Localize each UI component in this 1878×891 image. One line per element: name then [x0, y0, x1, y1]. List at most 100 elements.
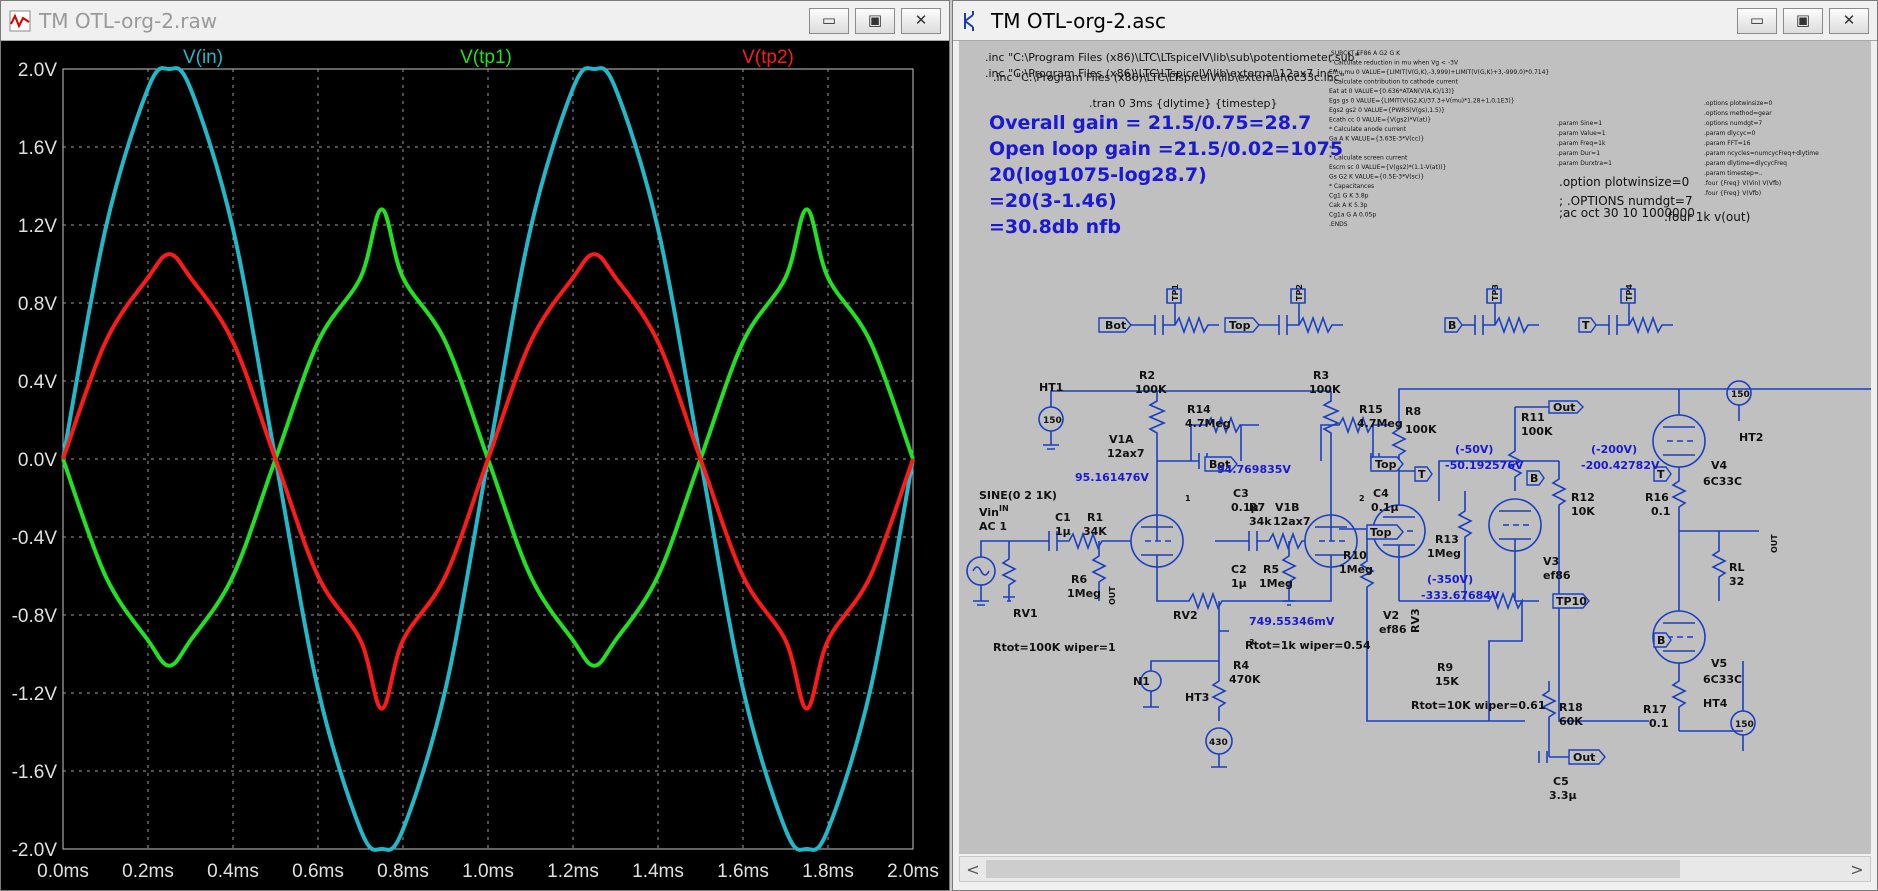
value-ac[interactable]: AC 1 [979, 520, 1007, 533]
label-r3[interactable]: R3 [1313, 369, 1329, 382]
minimize-button[interactable]: ▭ [809, 7, 849, 34]
net-flag-b[interactable] [1444, 317, 1463, 333]
series-line-2[interactable] [61, 252, 915, 711]
scroll-right-button[interactable]: > [1850, 859, 1864, 879]
directive-ac[interactable]: ;ac oct 30 10 1000000 [1559, 206, 1695, 220]
value-r5[interactable]: 1Meg [1259, 577, 1293, 590]
node-voltage-1[interactable]: 95.161476V [1075, 471, 1149, 484]
node-voltage-4[interactable]: -50.192576V [1445, 459, 1524, 472]
schematic-titlebar[interactable]: TM OTL-org-2.asc ▭ ▣ ✕ [953, 1, 1877, 41]
directive-inc-12ax7[interactable]: .inc "C:\Program Files (x86)\LTC\LTspice… [985, 67, 1338, 80]
net-flag-t-3[interactable] [1653, 466, 1672, 482]
note-rv1[interactable]: Rtot=100K wiper=1 [993, 641, 1116, 654]
label-r10[interactable]: R10 [1343, 549, 1367, 562]
value-c4[interactable]: 0.1μ [1371, 501, 1399, 514]
node-voltage-m200-label[interactable]: (-200V) [1591, 443, 1637, 456]
params-block[interactable]: .param Sine=1.param Value=1.param Freq=1… [1557, 120, 1612, 167]
legend-label-1[interactable]: V(tp1) [460, 47, 512, 68]
value-v2[interactable]: ef86 [1379, 623, 1407, 636]
close-button[interactable]: ✕ [1829, 7, 1869, 34]
note-nfb[interactable]: =30.8db nfb [989, 216, 1121, 238]
net-flag-out-2[interactable] [1568, 749, 1606, 765]
label-r17[interactable]: R17 [1643, 703, 1667, 716]
node-voltage-5[interactable]: -200.42782V [1581, 459, 1660, 472]
label-r1[interactable]: R1 [1087, 511, 1103, 524]
legend-label-2[interactable]: V(tp2) [742, 47, 794, 68]
scroll-thumb[interactable] [986, 860, 1680, 878]
directive-option-plotwinsize[interactable]: .option plotwinsize=0 [1559, 175, 1689, 189]
directive-inc-6c33c[interactable]: .inc "C:\Program Files (x86)\LTC\LTspice… [993, 71, 1345, 84]
value-r6[interactable]: 1Meg [1067, 587, 1101, 600]
label-v4[interactable]: V4 [1711, 459, 1728, 472]
value-c3[interactable]: 0.1μ [1231, 501, 1259, 514]
label-r8[interactable]: R8 [1405, 405, 1421, 418]
value-ht4[interactable]: 150 [1735, 720, 1754, 730]
note-log[interactable]: 20(log1075-log28.7) [989, 164, 1207, 186]
label-r15[interactable]: R15 [1359, 403, 1383, 416]
label-r7[interactable]: R7 [1249, 501, 1265, 514]
directive-inc-potentiometer[interactable]: .inc "C:\Program Files (x86)\LTC\LTspice… [985, 51, 1360, 64]
label-r18[interactable]: R18 [1559, 701, 1583, 714]
label-rv3[interactable]: RV3 [1409, 608, 1422, 633]
net-flag-top[interactable] [1224, 317, 1260, 333]
probe-tp1[interactable]: TP1 [1171, 284, 1180, 301]
label-c5[interactable]: C5 [1553, 775, 1569, 788]
node-voltage-6[interactable]: -333.67684V [1421, 589, 1500, 602]
value-c5[interactable]: 3.3μ [1549, 789, 1577, 802]
schematic-canvas[interactable]: .inc "C:\Program Files (x86)\LTC\LTspice… [959, 41, 1871, 854]
label-v5[interactable]: V5 [1711, 657, 1727, 670]
label-r6[interactable]: R6 [1071, 573, 1087, 586]
value-ht2[interactable]: 150 [1731, 390, 1750, 400]
label-ht2[interactable]: HT2 [1739, 431, 1763, 444]
maximize-button[interactable]: ▣ [1783, 7, 1823, 34]
note-calc[interactable]: =20(3-1.46) [989, 190, 1117, 212]
net-flag-bot-2[interactable] [1204, 456, 1238, 472]
probe-tp2[interactable]: TP2 [1295, 284, 1304, 301]
label-c1[interactable]: C1 [1055, 511, 1071, 524]
value-r12[interactable]: 10K [1571, 505, 1595, 518]
label-r2[interactable]: R2 [1139, 369, 1155, 382]
node-voltage-m350-label[interactable]: (-350V) [1427, 573, 1473, 586]
value-ht3[interactable]: 430 [1209, 738, 1228, 748]
directive-options-numdgt[interactable]: ; .OPTIONS numdgt=7 [1559, 194, 1693, 208]
label-vin[interactable]: Vin [979, 506, 999, 519]
value-c2[interactable]: 1μ [1231, 577, 1247, 590]
directive-tran[interactable]: .tran 0 3ms {dlytime} {timestep} [1089, 97, 1278, 110]
net-flag-t[interactable] [1578, 317, 1597, 333]
horizontal-scrollbar[interactable]: < > [959, 856, 1871, 882]
label-c2[interactable]: C2 [1231, 563, 1247, 576]
label-v1b[interactable]: V1B [1275, 501, 1300, 514]
probe-tp3[interactable]: TP3 [1491, 284, 1500, 301]
label-r14[interactable]: R14 [1187, 403, 1211, 416]
value-v3[interactable]: ef86 [1543, 569, 1571, 582]
label-ht1[interactable]: HT1 [1039, 381, 1063, 394]
value-r1[interactable]: 34K [1083, 525, 1107, 538]
label-r9[interactable]: R9 [1437, 661, 1453, 674]
label-n1[interactable]: N1 [1133, 675, 1150, 688]
maximize-button[interactable]: ▣ [855, 7, 895, 34]
label-rv1[interactable]: RV1 [1013, 607, 1038, 620]
schematic-drawing[interactable]: .inc "C:\Program Files (x86)\LTC\LTspice… [959, 41, 1871, 854]
value-r10[interactable]: 1Meg [1339, 563, 1373, 576]
value-r9[interactable]: 15K [1435, 675, 1459, 688]
label-r12[interactable]: R12 [1571, 491, 1595, 504]
close-button[interactable]: ✕ [901, 7, 941, 34]
value-ht1[interactable]: 150 [1043, 416, 1062, 426]
value-c1[interactable]: 1μ [1055, 525, 1071, 538]
value-r16[interactable]: 0.1 [1651, 505, 1671, 518]
value-v1a[interactable]: 12ax7 [1107, 447, 1144, 460]
net-flag-top-3[interactable] [1366, 524, 1404, 540]
value-r14[interactable]: 4.7Meg [1185, 417, 1231, 430]
value-r7[interactable]: 34k [1249, 515, 1272, 528]
note-rv2[interactable]: Rtot=1k wiper=0.54 [1245, 639, 1371, 652]
net-flag-top-2[interactable] [1370, 456, 1404, 472]
node-voltage-3[interactable]: 749.55346mV [1249, 615, 1335, 628]
value-v4[interactable]: 6C33C [1703, 475, 1742, 488]
label-v2[interactable]: V2 [1383, 609, 1399, 622]
label-v3[interactable]: V3 [1543, 555, 1559, 568]
node-voltage-2[interactable]: 94.769835V [1217, 463, 1291, 476]
net-flag-out[interactable] [1548, 400, 1584, 414]
plot-titlebar[interactable]: TM OTL-org-2.raw ▭ ▣ ✕ [1, 1, 949, 41]
